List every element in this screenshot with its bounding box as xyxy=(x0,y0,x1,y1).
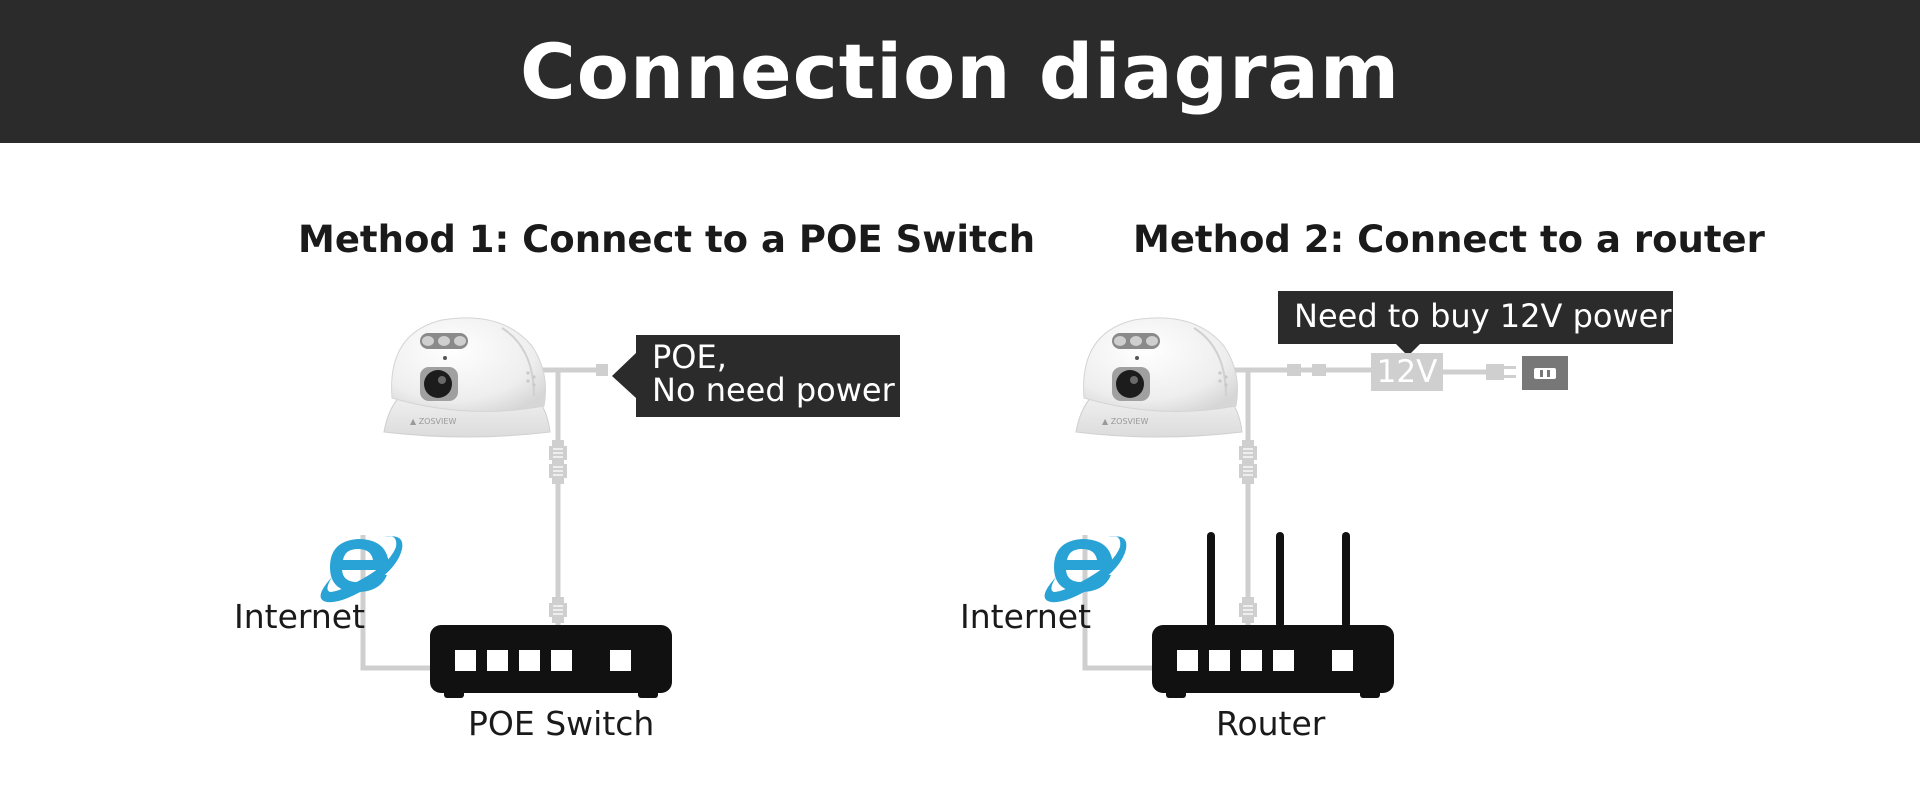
power-adapter-12v: 12V xyxy=(1371,353,1443,391)
router-label: Router xyxy=(1216,704,1326,743)
method2-cables xyxy=(1082,364,1516,671)
poe-callout-line1: POE, xyxy=(652,338,727,376)
rj45-connector-icon xyxy=(1238,596,1258,624)
callout-pointer xyxy=(612,353,636,398)
method2-title: Method 2: Connect to a router xyxy=(1133,218,1765,261)
header-bar: Connection diagram xyxy=(0,0,1920,143)
poe-callout-line2: No need power xyxy=(652,371,895,409)
method1-cables xyxy=(360,364,608,671)
dome-camera-icon xyxy=(383,316,551,438)
network-switch-icon xyxy=(430,625,672,698)
rj45-connector-icon xyxy=(548,596,568,624)
method2-internet-label: Internet xyxy=(960,597,1092,636)
power-callout: Need to buy 12V power xyxy=(1278,291,1673,344)
callout-pointer xyxy=(1396,344,1420,356)
router-icon xyxy=(1152,532,1394,698)
page-title: Connection diagram xyxy=(519,27,1401,116)
power-outlet-icon xyxy=(1522,356,1568,390)
dome-camera-icon xyxy=(1075,316,1243,438)
method1-title: Method 1: Connect to a POE Switch xyxy=(298,218,1036,261)
rj45-connector-icon xyxy=(1238,457,1258,485)
rj45-connector-icon xyxy=(548,457,568,485)
poe-callout: POE, No need power xyxy=(636,335,900,417)
poe-switch-label: POE Switch xyxy=(468,704,655,743)
cable-end-connector xyxy=(596,364,608,376)
method1-internet-label: Internet xyxy=(234,597,366,636)
